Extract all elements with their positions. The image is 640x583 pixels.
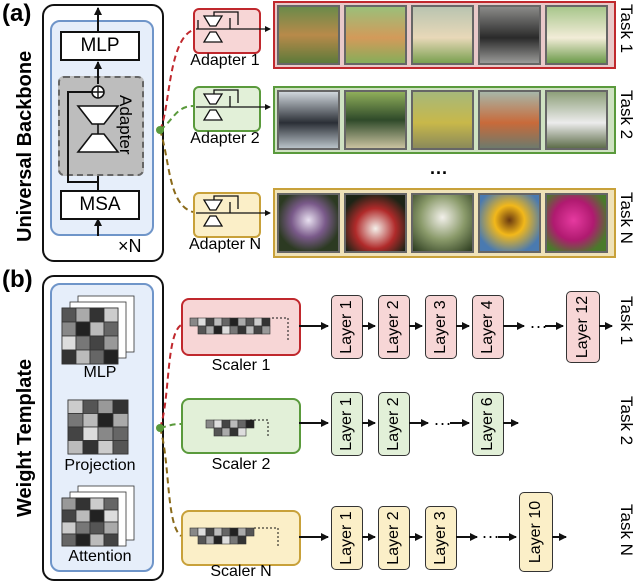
- projection-template-icon: [67, 399, 129, 455]
- task-1-label-b: Task 1: [617, 296, 636, 346]
- dog-photo-2: [344, 5, 407, 65]
- mini-adapter-arrows: [196, 11, 271, 216]
- mlp-block: MLP: [60, 31, 140, 61]
- msa-block: MSA: [60, 190, 140, 220]
- dog-photo-3: [411, 5, 474, 65]
- template-projection-label: Projection: [64, 457, 136, 474]
- flower-photo-2: [344, 193, 407, 253]
- flower-photo-1: [277, 193, 340, 253]
- adapter-n-label: Adapter N: [188, 236, 262, 253]
- task-n-label-a: Task N: [617, 192, 636, 244]
- adapter-1-label: Adapter 1: [190, 52, 260, 69]
- dog-photo-1: [277, 5, 340, 65]
- adapter-inner-label: Adapter: [116, 95, 135, 155]
- rown-layer-10: Layer 10: [519, 492, 553, 572]
- row2-ellipsis: ...: [434, 409, 453, 429]
- hourglass-icon: [76, 105, 120, 153]
- scaler-mini-icons: [189, 317, 271, 545]
- row1-ellipsis: ...: [530, 312, 549, 332]
- row1-layer-12: Layer 12: [566, 291, 600, 363]
- row1-layer-4: Layer 4: [472, 295, 504, 359]
- connector-node-a: [156, 126, 164, 134]
- connector-node-b: [156, 424, 164, 432]
- scaler-mini-dots: [250, 317, 289, 546]
- bird-photo-1: [277, 90, 340, 150]
- template-attention-label: Attention: [68, 548, 132, 565]
- mlp-template-icon: [61, 295, 135, 365]
- row2-layer-6: Layer 6: [472, 392, 504, 456]
- flower-photo-3: [411, 193, 474, 253]
- row1-layer-1: Layer 1: [331, 295, 363, 359]
- scaler-2-label: Scaler 2: [211, 456, 271, 473]
- flower-photo-5: [545, 193, 608, 253]
- mini-hourglass-icons: [202, 15, 224, 227]
- panel-b-label: (b): [2, 266, 33, 293]
- dog-photo-4: [478, 5, 541, 65]
- template-mlp-label: MLP: [83, 364, 117, 381]
- task-2-label-a: Task 2: [617, 90, 636, 140]
- adapter-2-label: Adapter 2: [190, 130, 260, 147]
- task-2-label-b: Task 2: [617, 396, 636, 446]
- row1-layer-3: Layer 3: [425, 295, 457, 359]
- backbone-flow: [67, 7, 102, 236]
- repeat-label: ×N: [118, 236, 142, 256]
- bird-photo-2: [344, 90, 407, 150]
- rown-ellipsis: ...: [482, 522, 501, 542]
- bird-photo-5: [545, 90, 608, 150]
- layer-arrows: [299, 322, 613, 541]
- row2-layer-2: Layer 2: [378, 392, 410, 456]
- task-ellipsis-a: ...: [430, 158, 449, 178]
- bird-photo-3: [411, 90, 474, 150]
- task-1-label-a: Task 1: [617, 4, 636, 54]
- scaler-connectors: [159, 324, 182, 537]
- task-n-label-b: Task N: [617, 504, 636, 556]
- panel-a-label: (a): [2, 0, 32, 27]
- dog-photo-5: [545, 5, 608, 65]
- scaler-n-label: Scaler N: [210, 563, 272, 580]
- bird-photo-4: [478, 90, 541, 150]
- attention-template-icon: [61, 485, 135, 547]
- adapter-connectors: [159, 29, 194, 213]
- scaler-1-label: Scaler 1: [211, 357, 271, 374]
- flower-photo-4: [478, 193, 541, 253]
